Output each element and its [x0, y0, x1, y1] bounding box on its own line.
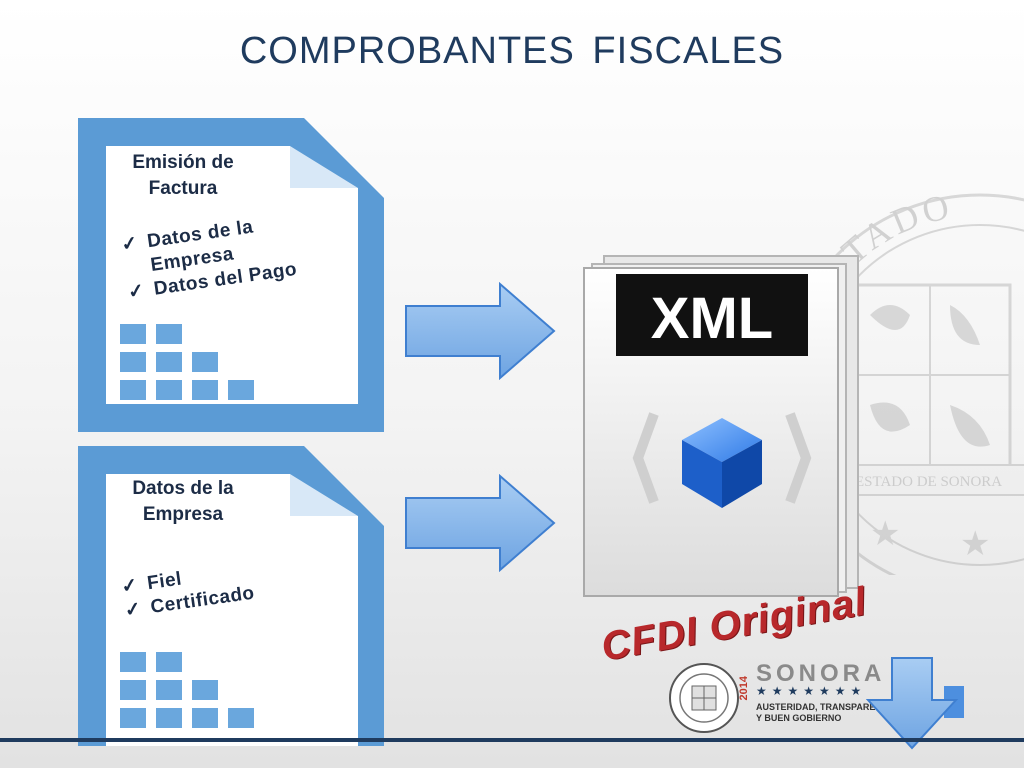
logo-stars: ★★★★★★★ [756, 684, 867, 698]
right-arrow-icon [405, 474, 556, 572]
checklist-item-label: Fiel [145, 568, 184, 595]
document-frame-icon [78, 446, 384, 746]
xml-badge-text: XML [651, 286, 773, 351]
document-emision-factura: Emisión de Factura ✓ Datos de la Empresa… [78, 118, 384, 432]
footer-divider [0, 738, 1024, 742]
logo-tagline-1: AUSTERIDAD, TRANSPARENCIA [756, 702, 898, 712]
check-icon: ✓ [126, 280, 147, 304]
logo-tagline-2: Y BUEN GOBIERNO [756, 713, 842, 723]
check-icon: ✓ [120, 232, 140, 256]
right-arrow-icon [405, 282, 556, 380]
slide-title: COMPROBANTES FISCALES [239, 30, 785, 72]
cube-icon [682, 418, 762, 508]
document-title-line1: Datos de la [132, 478, 234, 499]
bar-blocks-icon [120, 652, 254, 728]
svg-text:★: ★ [870, 515, 900, 553]
bar-blocks-icon [120, 324, 254, 400]
check-icon: ✓ [120, 574, 140, 598]
document-title: Emisión de Factura [108, 150, 258, 202]
document-frame-icon [78, 118, 384, 432]
xml-file-icon: XML [583, 255, 859, 597]
document-title: Datos de la Empresa [108, 476, 258, 528]
government-seal-logo [669, 663, 739, 733]
check-icon: ✓ [123, 598, 143, 622]
logo-year: 2014 [738, 676, 750, 701]
down-arrow-icon [866, 657, 964, 750]
logo-name: SONORA [756, 660, 886, 687]
document-title-line2: Factura [148, 178, 218, 199]
document-title-line1: Emisión de [132, 152, 234, 173]
document-datos-empresa: Datos de la Empresa ✓ Fiel ✓ Certificado [78, 446, 384, 746]
seal-band-text: ESTADO DE SONORA [855, 474, 1002, 490]
svg-text:★: ★ [960, 525, 990, 563]
document-title-line2: Empresa [142, 504, 224, 525]
